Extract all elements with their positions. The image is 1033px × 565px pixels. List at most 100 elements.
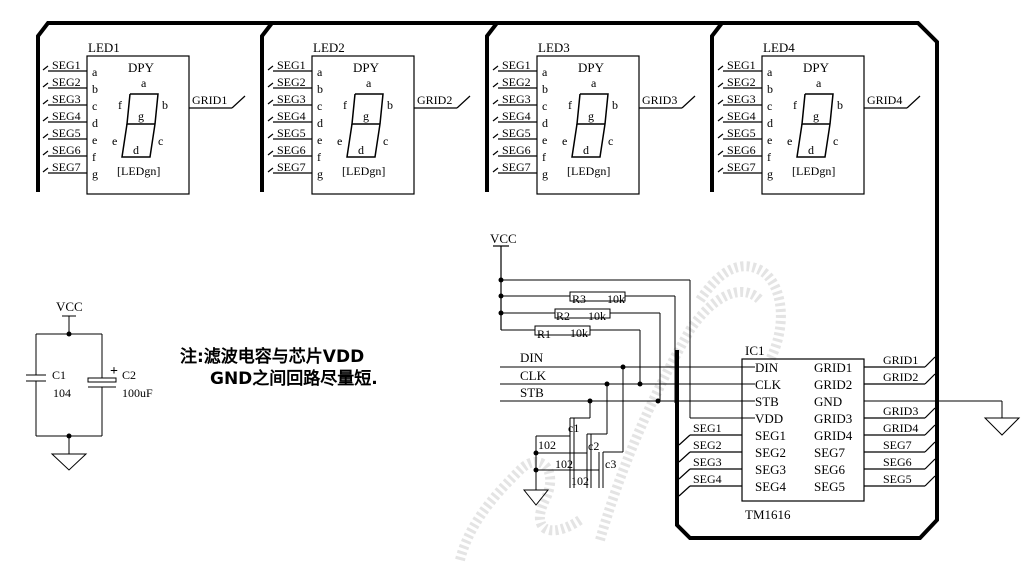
led-grid-net: GRID4: [867, 93, 902, 107]
led-pin-label: b: [92, 82, 98, 96]
ic-right-pin: SEG5: [814, 479, 845, 494]
filter-c2-polarity: +: [110, 364, 118, 379]
led-seg-net: SEG2: [727, 75, 756, 89]
ic-right-pin: GRID4: [814, 428, 853, 443]
ic-right-net: GRID4: [883, 421, 918, 435]
c2-plate-top: [87, 377, 117, 383]
ic-left-pin: VDD: [755, 411, 783, 426]
ic-right-pin: SEG6: [814, 462, 846, 477]
led-seg-net: SEG3: [727, 92, 756, 106]
led-grid-net: GRID3: [642, 93, 677, 107]
ic-right-pin: GND: [814, 394, 842, 409]
note-line1: 注:滤波电容与芯片VDD: [180, 346, 364, 367]
signal-stb: STB: [520, 385, 544, 400]
wires: [42, 65, 936, 497]
ic-left-pin: SEG1: [755, 428, 786, 443]
digit-label-f: f: [568, 98, 572, 112]
led-seg-net: SEG2: [502, 75, 531, 89]
cap-c2-value: 102: [555, 457, 573, 471]
led-seg-net: SEG3: [277, 92, 306, 106]
cap-c3-ref: c3: [605, 457, 616, 471]
ic-body: [741, 358, 865, 502]
led-seg-net: SEG7: [502, 160, 531, 174]
ic-right-net: GRID2: [883, 370, 918, 384]
r3-value: 10k: [607, 292, 625, 306]
cap-c1-ref: c1: [568, 421, 579, 435]
led-designator: LED3: [538, 40, 570, 55]
cap-c1-value: 102: [538, 438, 556, 452]
ic-ref: IC1: [745, 343, 765, 358]
cap-c3-value: 102: [571, 474, 589, 488]
filter-caps: VCC C1 104 + C2 100uF: [26, 299, 153, 471]
seven-segment-digit: [346, 93, 384, 158]
ic-left-net: SEG1: [693, 421, 722, 435]
led-device-label: DPY: [353, 60, 380, 75]
led-seg-net: SEG1: [52, 58, 81, 72]
digit-label-c: c: [833, 134, 838, 148]
led-pin-label: a: [92, 65, 98, 79]
digit-label-e: e: [562, 134, 567, 148]
led-seg-net: SEG4: [52, 109, 81, 123]
r2-ref: R2: [556, 309, 570, 323]
led-seg-net: SEG6: [52, 143, 81, 157]
ic-gnd-symbol: [864, 400, 1021, 436]
ic-left-pin: STB: [755, 394, 779, 409]
led-pin-label: f: [317, 150, 321, 164]
ic-right-net: GRID1: [883, 353, 918, 367]
ic-part: TM1616: [745, 507, 791, 522]
ic-right-pin: SEG7: [814, 445, 846, 460]
ic-right-net: GRID3: [883, 404, 918, 418]
led-pin-label: e: [92, 133, 97, 147]
led-part-label: [LEDgn]: [117, 164, 160, 178]
led-seg-net: SEG4: [727, 109, 756, 123]
ic-right-pin: GRID3: [814, 411, 852, 426]
ic-left-net: SEG2: [693, 438, 722, 452]
ic-right-pin: GRID2: [814, 377, 852, 392]
led-pin-label: b: [542, 82, 548, 96]
led-seg-net: SEG3: [502, 92, 531, 106]
led-body: [311, 55, 415, 195]
led-device-label: DPY: [803, 60, 830, 75]
filter-c1-ref: C1: [52, 368, 66, 382]
led-pin-label: f: [767, 150, 771, 164]
digit-label-d: d: [133, 143, 139, 157]
led-designator: LED2: [313, 40, 345, 55]
led-device-label: DPY: [578, 60, 605, 75]
led-pin-label: a: [317, 65, 323, 79]
led-body: [536, 55, 640, 195]
r3-ref: R3: [572, 292, 586, 306]
r1-value: 10k: [570, 326, 588, 340]
ic-left-pin: CLK: [755, 377, 782, 392]
led-seg-net: SEG6: [727, 143, 756, 157]
digit-label-e: e: [112, 134, 117, 148]
ic-left-pin: SEG4: [755, 479, 787, 494]
led-pin-label: c: [92, 99, 97, 113]
digit-label-d: d: [808, 143, 814, 157]
digit-label-a: a: [141, 76, 147, 90]
ic-right-net: SEG5: [883, 472, 912, 486]
digit-label-e: e: [787, 134, 792, 148]
ic-left-net: SEG4: [693, 472, 722, 486]
led-seg-net: SEG1: [502, 58, 531, 72]
digit-label-f: f: [343, 98, 347, 112]
led-pin-label: a: [767, 65, 773, 79]
led-pin-label: c: [767, 99, 772, 113]
led-pin-label: f: [92, 150, 96, 164]
ic-right-net: SEG6: [883, 455, 912, 469]
ground-symbol-caps: [522, 489, 550, 506]
digit-label-g: g: [813, 109, 819, 123]
led-seg-net: SEG2: [52, 75, 81, 89]
led-pin-label: d: [767, 116, 773, 130]
led-pin-label: c: [542, 99, 547, 113]
led-pin-label: e: [542, 133, 547, 147]
digit-label-e: e: [337, 134, 342, 148]
filter-c2-ref: C2: [122, 368, 136, 382]
led-pin-label: b: [317, 82, 323, 96]
led-grid-net: GRID1: [192, 93, 227, 107]
led-seg-net: SEG7: [52, 160, 81, 174]
ic-left-pin: DIN: [755, 360, 779, 375]
